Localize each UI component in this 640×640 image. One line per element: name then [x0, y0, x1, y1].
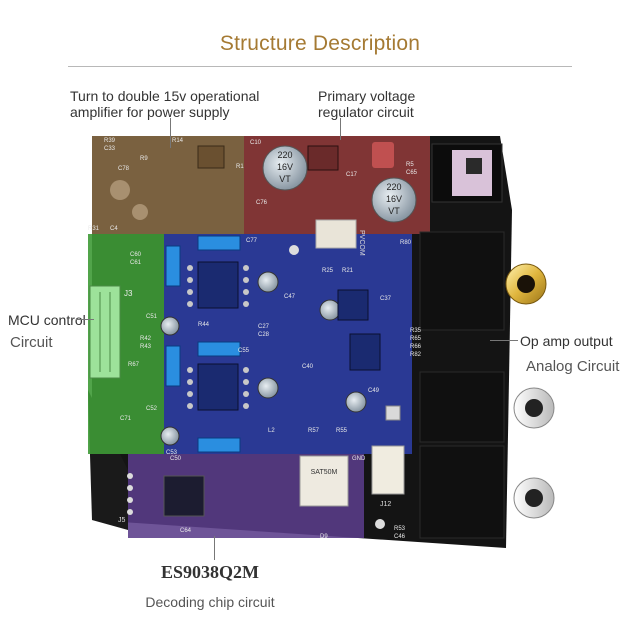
svg-text:C78: C78 — [118, 166, 130, 172]
callout-mcu-line1: MCU control — [8, 312, 86, 328]
svg-text:R55: R55 — [336, 428, 348, 434]
svg-text:D9: D9 — [320, 534, 328, 540]
callout-opamp-power: Turn to double 15v operational amplifier… — [70, 88, 259, 120]
j12-connector — [372, 446, 404, 494]
svg-text:C40: C40 — [302, 364, 314, 370]
coaxial-rca-jack — [420, 232, 546, 330]
svg-text:R80: R80 — [400, 240, 412, 246]
rca-output-upper — [420, 372, 554, 442]
svg-text:220: 220 — [386, 182, 401, 192]
svg-text:16V: 16V — [386, 194, 402, 204]
svg-text:C4: C4 — [110, 226, 118, 232]
svg-text:C64: C64 — [180, 528, 192, 534]
svg-text:C37: C37 — [380, 296, 392, 302]
svg-text:C61: C61 — [130, 260, 142, 266]
rca-output-lower — [420, 446, 554, 538]
svg-text:VT: VT — [388, 206, 400, 216]
svg-text:16V: 16V — [277, 162, 293, 172]
svg-text:R65: R65 — [410, 336, 422, 342]
callout-analog-line1: Op amp output — [520, 333, 613, 349]
svg-text:R42: R42 — [140, 336, 152, 342]
pvcom-connector — [316, 220, 356, 248]
callout-chip-name: ES9038Q2M — [110, 562, 310, 583]
svg-text:C76: C76 — [256, 200, 268, 206]
ic-center-lower — [350, 334, 380, 370]
svg-text:C46: C46 — [394, 534, 406, 540]
svg-text:SAT50M: SAT50M — [311, 469, 338, 476]
opamp-chip-1 — [198, 262, 238, 308]
svg-text:R14: R14 — [172, 138, 184, 144]
crystal-oscillator: SAT50M — [300, 456, 348, 506]
svg-text:C17: C17 — [346, 172, 358, 178]
svg-text:C10: C10 — [250, 140, 262, 146]
capacitor-220uf-2: 220 16V VT — [372, 178, 416, 222]
svg-text:C50: C50 — [170, 456, 182, 462]
svg-text:C27: C27 — [258, 324, 270, 330]
j12-label: J12 — [380, 501, 391, 508]
svg-text:C47: C47 — [284, 294, 296, 300]
optical-input-jack — [432, 144, 502, 202]
svg-text:R5: R5 — [406, 162, 414, 168]
ic-trimmer — [386, 406, 400, 420]
svg-text:C28: C28 — [258, 332, 270, 338]
svg-text:R1: R1 — [236, 164, 244, 170]
svg-text:C65: C65 — [406, 170, 418, 176]
svg-text:R31: R31 — [88, 226, 100, 232]
leader-mcu — [76, 319, 94, 320]
svg-text:C77: C77 — [246, 238, 258, 244]
mcu-header-j3 — [90, 286, 120, 378]
leader-chip — [214, 536, 215, 560]
opamp-chip-2 — [198, 364, 238, 410]
callout-regulator: Primary voltage regulator circuit — [318, 88, 415, 120]
svg-text:220: 220 — [277, 150, 292, 160]
svg-text:R21: R21 — [342, 268, 354, 274]
svg-text:L2: L2 — [268, 428, 275, 434]
callout-analog-line2: Analog Circuit — [526, 358, 619, 375]
leader-opamp-power — [170, 118, 171, 148]
callout-mcu-line2: Circuit — [10, 334, 53, 351]
leader-regulator — [340, 118, 341, 140]
svg-text:C33: C33 — [104, 146, 116, 152]
svg-text:R57: R57 — [308, 428, 320, 434]
svg-text:C52: C52 — [146, 406, 158, 412]
svg-text:R25: R25 — [322, 268, 334, 274]
callout-chip-desc: Decoding chip circuit — [110, 594, 310, 610]
svg-text:C51: C51 — [146, 314, 158, 320]
svg-text:C53: C53 — [166, 450, 178, 456]
svg-text:C55: C55 — [238, 348, 250, 354]
svg-text:R39: R39 — [104, 138, 116, 144]
es9038q2m-chip — [164, 476, 204, 516]
svg-text:R44: R44 — [198, 322, 210, 328]
svg-text:R35: R35 — [410, 328, 422, 334]
svg-text:C60: C60 — [130, 252, 142, 258]
j5-label: J5 — [118, 517, 126, 524]
capacitor-220uf-1: 220 16V VT — [263, 146, 307, 190]
svg-text:R9: R9 — [140, 156, 148, 162]
svg-text:R82: R82 — [410, 352, 422, 358]
svg-text:C71: C71 — [120, 416, 132, 422]
svg-text:GND: GND — [352, 456, 366, 462]
svg-text:R66: R66 — [410, 344, 422, 350]
pvcom-label: PVCOM — [358, 230, 365, 256]
svg-text:R67: R67 — [128, 362, 140, 368]
j3-label: J3 — [124, 289, 133, 298]
svg-text:R53: R53 — [394, 526, 406, 532]
svg-text:VT: VT — [279, 174, 291, 184]
leader-analog — [490, 340, 518, 341]
svg-text:C49: C49 — [368, 388, 380, 394]
svg-text:R43: R43 — [140, 344, 152, 350]
ic-center-upper — [338, 290, 368, 320]
